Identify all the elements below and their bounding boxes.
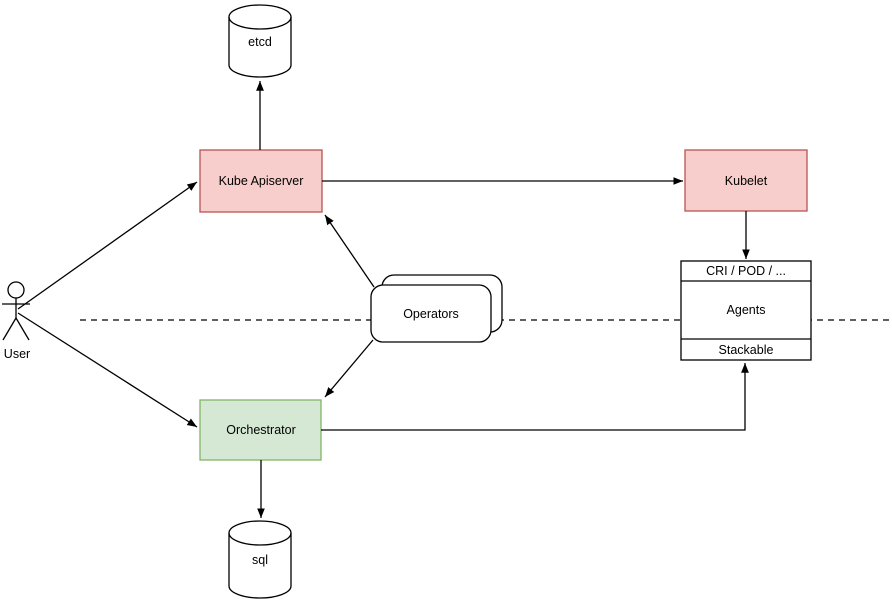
kube-apiserver-box xyxy=(199,149,323,213)
node-agents-stack: CRI / POD / ... Agents Stackable xyxy=(680,260,812,361)
kube-apiserver-label: Kube Apiserver xyxy=(219,174,304,188)
sql-cylinder-rim xyxy=(228,532,292,546)
kubelet-box xyxy=(684,149,808,212)
node-kube-apiserver: Kube Apiserver xyxy=(199,149,323,213)
edge-orchestrator-to-stackable xyxy=(321,363,749,431)
orchestrator-label: Orchestrator xyxy=(226,423,295,437)
agents-box xyxy=(680,260,812,361)
node-kubelet: Kubelet xyxy=(684,149,808,212)
user-actor-left-leg xyxy=(2,317,17,341)
node-operators: Operators xyxy=(370,274,503,343)
operators-label: Operators xyxy=(403,307,459,321)
user-actor-right-leg xyxy=(15,317,30,341)
sql-label: sql xyxy=(252,553,268,567)
node-user: User xyxy=(2,281,30,361)
edge-operators-to-kube-apiserver xyxy=(324,214,375,288)
sql-cylinder-shape xyxy=(228,520,292,599)
agents-header-label: CRI / POD / ... xyxy=(706,264,786,278)
user-actor-icon xyxy=(7,281,25,299)
node-orchestrator: Orchestrator xyxy=(199,399,322,461)
node-etcd: etcd xyxy=(228,4,292,78)
agents-footer-label: Stackable xyxy=(719,343,774,357)
operators-front-card xyxy=(370,284,492,343)
etcd-label: etcd xyxy=(248,35,272,49)
etcd-cylinder-rim xyxy=(228,16,292,30)
kubelet-label: Kubelet xyxy=(725,174,768,188)
node-sql: sql xyxy=(228,520,292,599)
etcd-cylinder-shape xyxy=(228,4,292,78)
user-label: User xyxy=(4,347,30,361)
edge-user-to-orchestrator xyxy=(17,312,198,428)
edge-operators-to-orchestrator xyxy=(324,339,374,398)
edge-user-to-kube-apiserver xyxy=(17,181,198,310)
agents-title-label: Agents xyxy=(727,303,766,317)
